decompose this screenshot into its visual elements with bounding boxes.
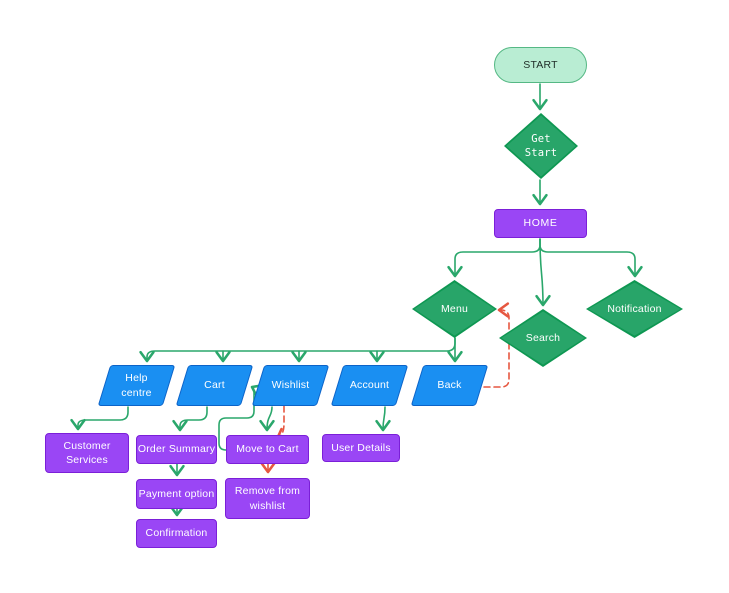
diamond-fill bbox=[588, 282, 681, 336]
node-account[interactable]: Account bbox=[329, 365, 410, 406]
diamond-fill bbox=[414, 282, 495, 336]
diamond-fill bbox=[501, 311, 585, 365]
node-move-to-cart-label: Move to Cart bbox=[236, 443, 299, 456]
edge-wishlist-move-to-cart bbox=[259, 406, 275, 432]
parallelogram-shape bbox=[330, 365, 409, 406]
node-back[interactable]: Back bbox=[409, 365, 490, 406]
node-menu[interactable]: Menu bbox=[412, 280, 497, 338]
node-wishlist[interactable]: Wishlist bbox=[250, 365, 331, 406]
node-user-details[interactable]: User Details bbox=[322, 434, 400, 462]
edge-home-menu bbox=[447, 238, 541, 278]
node-remove-from-wishlist[interactable]: Remove from wishlist bbox=[225, 478, 310, 519]
node-move-to-cart[interactable]: Move to Cart bbox=[226, 435, 309, 464]
node-start-label: START bbox=[523, 58, 558, 71]
node-confirmation-label: Confirmation bbox=[145, 527, 208, 540]
node-customer-services-label: Customer Services bbox=[63, 439, 111, 466]
node-home[interactable]: HOME bbox=[494, 209, 587, 238]
node-get-start[interactable]: Get Start bbox=[504, 113, 578, 179]
node-payment-option[interactable]: Payment option bbox=[136, 479, 217, 509]
node-user-details-label: User Details bbox=[331, 441, 391, 454]
edge-move-to-cart-cart bbox=[218, 383, 265, 451]
node-help-centre[interactable]: Help centre bbox=[96, 365, 177, 406]
parallelogram-shape bbox=[175, 365, 254, 406]
parallelogram-shape bbox=[251, 365, 330, 406]
edge-account-user-details bbox=[375, 406, 391, 432]
node-cart[interactable]: Cart bbox=[174, 365, 255, 406]
node-home-label: HOME bbox=[523, 217, 558, 230]
node-start[interactable]: START bbox=[494, 47, 587, 83]
edge-back-menu-dashed bbox=[483, 302, 510, 388]
edge-cart-order-summary bbox=[172, 406, 208, 432]
diamond-fill bbox=[506, 115, 576, 177]
edge-menu-help-centre bbox=[139, 337, 456, 363]
node-remove-from-wishlist-label: Remove from wishlist bbox=[234, 485, 301, 512]
node-customer-services[interactable]: Customer Services bbox=[45, 433, 129, 473]
edge-help-centre-customer-services bbox=[70, 406, 129, 431]
parallelogram-shape bbox=[97, 365, 176, 406]
node-confirmation[interactable]: Confirmation bbox=[136, 519, 217, 548]
node-notification[interactable]: Notification bbox=[586, 280, 683, 338]
edge-home-notification bbox=[539, 238, 643, 278]
node-payment-option-label: Payment option bbox=[138, 487, 215, 500]
node-search[interactable]: Search bbox=[499, 309, 587, 367]
parallelogram-shape bbox=[410, 365, 489, 406]
node-order-summary[interactable]: Order Summary bbox=[136, 435, 217, 464]
node-order-summary-label: Order Summary bbox=[137, 443, 216, 456]
